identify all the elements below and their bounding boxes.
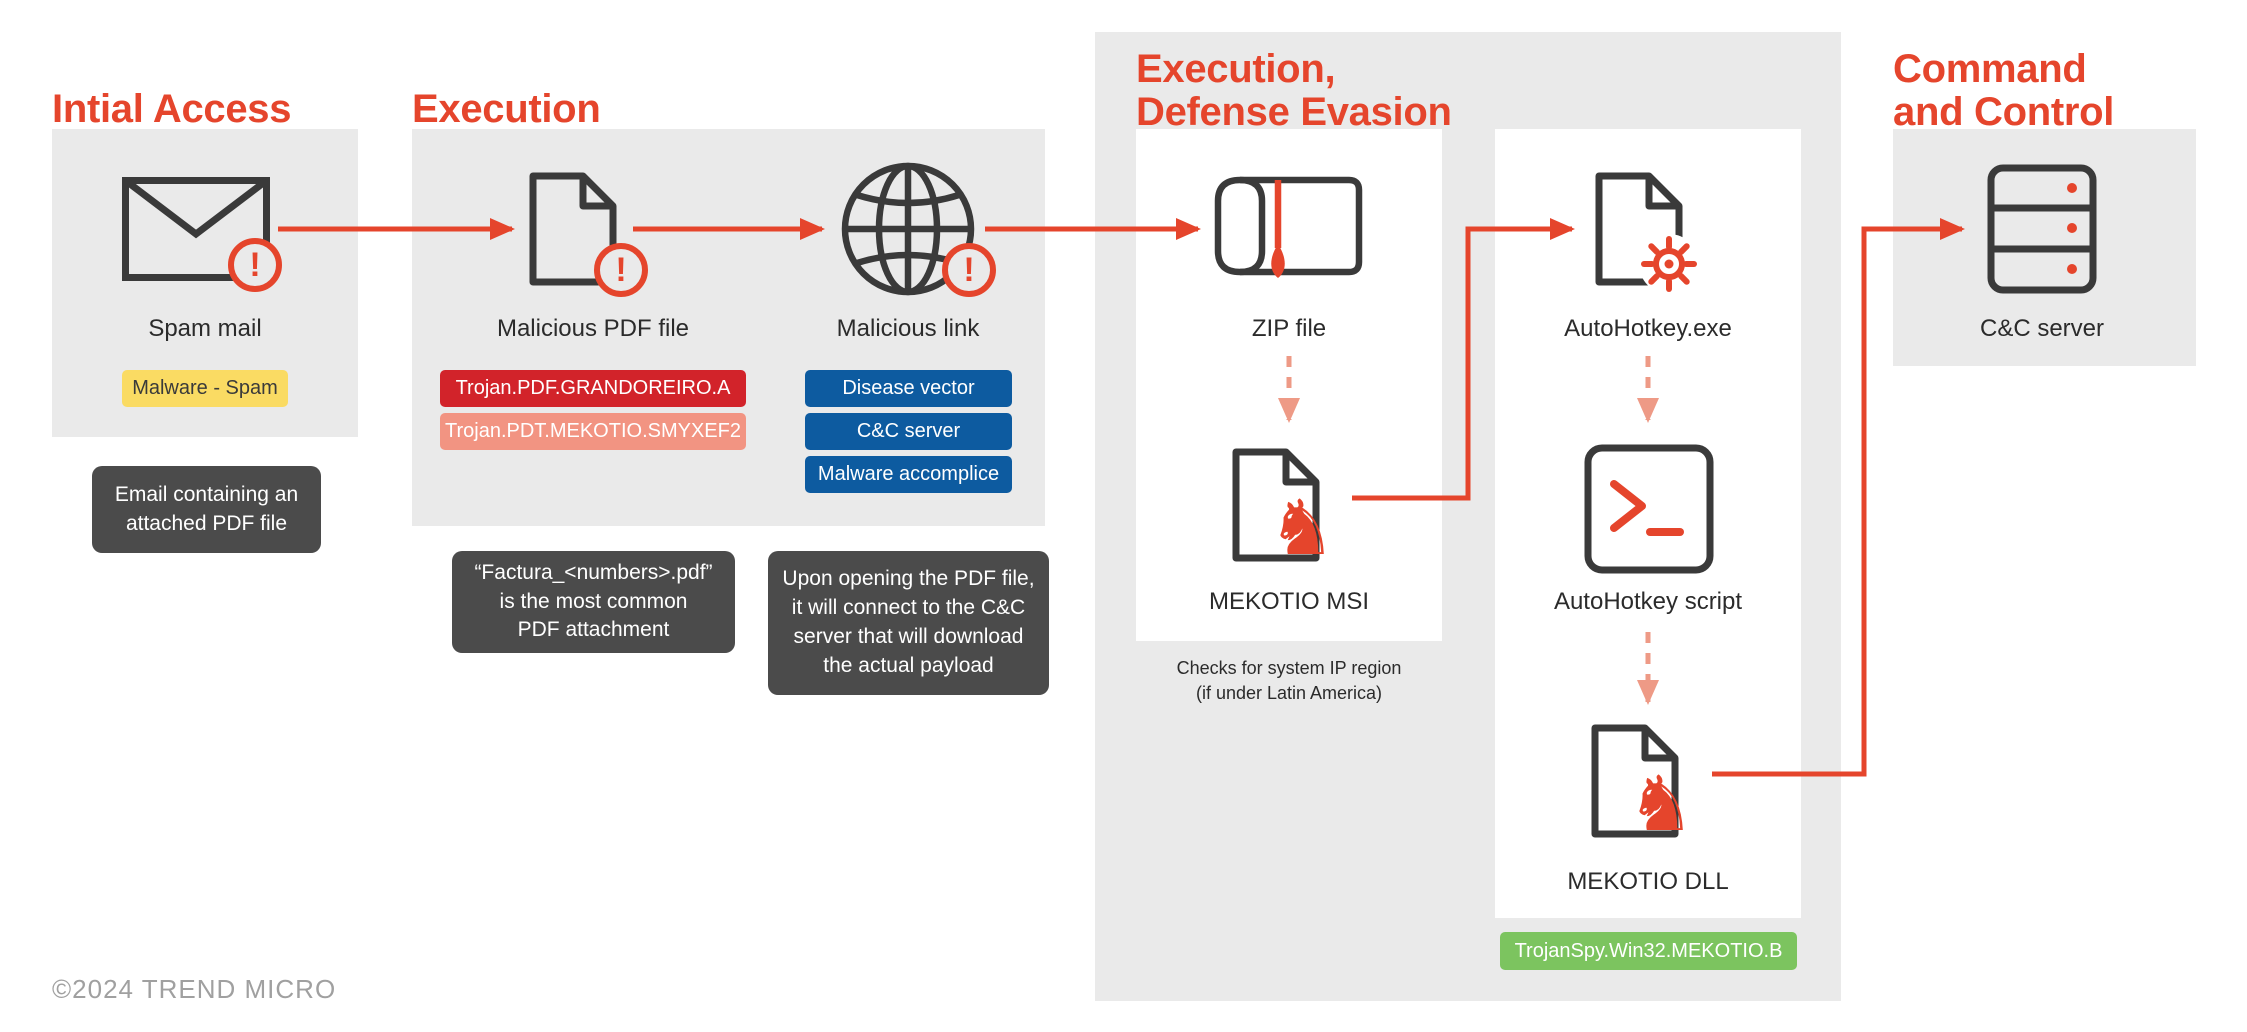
stage-title-command-and-control: Command and Control (1893, 47, 2115, 135)
document-icon (1232, 448, 1320, 562)
tag-badge-malware-accomplice: Malware accomplice (805, 456, 1012, 493)
malicious-pdf-node: ! (527, 170, 648, 297)
node-label-autohotkey-script: AutoHotkey script (1553, 588, 1743, 615)
alert-icon: ! (942, 243, 996, 297)
node-label-zip-file: ZIP file (1251, 315, 1327, 342)
note-ip-region-check: Checks for system IP region (if under La… (1176, 658, 1402, 704)
node-label-malicious-pdf: Malicious PDF file (496, 315, 690, 342)
copyright-text: ©2024 TREND MICRO (52, 974, 337, 1004)
stage-title-execution-defense-evasion: Execution, Defense Evasion (1136, 47, 1452, 135)
alert-icon: ! (594, 243, 648, 297)
zip-archive-icon (1214, 176, 1363, 278)
node-label-mekotio-dll: MEKOTIO DLL (1567, 868, 1729, 895)
badge-malware-spam: Malware - Spam (122, 370, 288, 407)
detection-badge-trojanspy: TrojanSpy.Win32.MEKOTIO.B (1500, 932, 1797, 970)
node-label-cc-server: C&C server (1979, 315, 2105, 342)
node-label-autohotkey-exe: AutoHotkey.exe (1564, 315, 1732, 342)
gear-icon (1639, 234, 1699, 294)
note-factura: “Factura_<numbers>.pdf” is the most comm… (452, 551, 735, 653)
zip-file-node (1214, 176, 1364, 298)
malicious-link-node: ! (838, 159, 996, 299)
tag-badge-disease-vector: Disease vector (805, 370, 1012, 407)
stage-title-execution: Execution (412, 87, 601, 131)
autohotkey-exe-node (1593, 170, 1699, 294)
trojan-horse-icon: ♞ (1268, 483, 1337, 572)
detection-badge-grandoreiro: Trojan.PDF.GRANDOREIRO.A (440, 370, 746, 407)
alert-icon: ! (228, 238, 282, 292)
terminal-icon (1584, 444, 1714, 574)
autohotkey-script-node (1584, 444, 1714, 574)
node-label-spam-mail: Spam mail (148, 315, 262, 342)
mekotio-msi-node: ♞ (1230, 446, 1336, 566)
note-email-attachment: Email containing an attached PDF file (92, 466, 321, 553)
node-label-mekotio-msi: MEKOTIO MSI (1208, 588, 1369, 615)
envelope-icon (122, 177, 270, 281)
detection-badge-mekotio-pdf: Trojan.PDT.MEKOTIO.SMYXEF2 (440, 413, 746, 450)
document-icon (1591, 724, 1679, 838)
trojan-horse-icon: ♞ (1627, 759, 1696, 848)
node-label-malicious-link: Malicious link (836, 315, 980, 342)
cc-server-node (1987, 164, 2097, 294)
note-payload-download: Upon opening the PDF file, it will conne… (768, 551, 1049, 695)
server-icon (1987, 164, 2097, 294)
globe-icon (841, 162, 975, 296)
mekotio-dll-node: ♞ (1589, 722, 1695, 842)
spam-mail-node: ! (122, 177, 282, 292)
tag-badge-cc-server: C&C server (805, 413, 1012, 450)
stage-title-initial-access: Intial Access (52, 87, 292, 131)
